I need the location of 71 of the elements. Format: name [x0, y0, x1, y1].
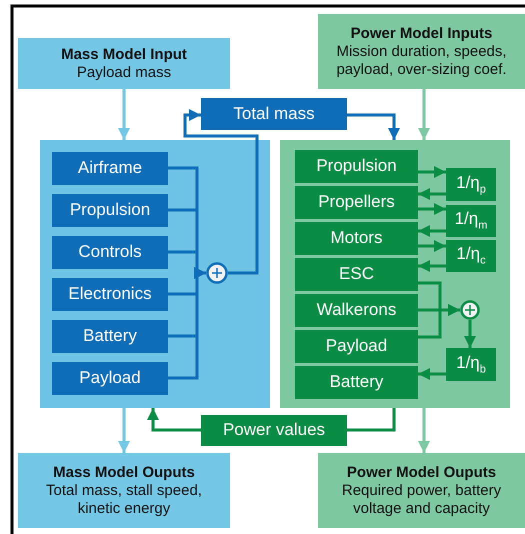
box-label: 1/η$_{c}$ — [456, 244, 486, 268]
box-label: Propulsion — [316, 156, 397, 177]
box-description: Payload mass — [76, 64, 172, 82]
process-box — [295, 222, 418, 255]
process-box — [201, 415, 347, 446]
box-label: Propulsion — [70, 200, 150, 221]
box-label: Airframe — [78, 158, 142, 179]
box-description: Mission duration, speeds, payload, over-sizing coef. — [335, 42, 508, 78]
process-box — [295, 258, 418, 291]
connector-arrow — [147, 408, 201, 432]
sum-junction — [206, 262, 228, 284]
connector-arrow — [464, 320, 476, 348]
box-heading: Power Model Inputs — [350, 24, 492, 42]
box-label: Propellers — [318, 192, 395, 213]
connector-arrow — [118, 89, 130, 140]
process-box — [52, 362, 168, 395]
box-heading: Mass Model Input — [61, 46, 187, 64]
box-label: 1/η$_{m}$ — [454, 209, 488, 233]
efficiency-box — [446, 205, 496, 237]
box-description: Total mass, stall speed, kinetic energy — [45, 482, 203, 518]
box-description: Required power, battery voltage and capacity — [340, 482, 502, 518]
process-box — [52, 194, 168, 227]
connector-arrow — [418, 89, 430, 140]
connector-arrow — [418, 240, 446, 252]
connector-arrow — [418, 225, 446, 237]
box-heading: Power Model Ouputs — [346, 464, 496, 482]
connector-arrow — [418, 368, 446, 380]
connector-arrow — [418, 408, 430, 453]
input-box — [18, 38, 230, 89]
process-box — [295, 330, 418, 363]
process-box — [52, 320, 168, 353]
box-label: Battery — [83, 326, 137, 347]
output-box — [318, 453, 525, 528]
connector-arrow — [347, 114, 400, 140]
box-label: Payload — [79, 368, 141, 389]
box-label: Walkerons — [316, 300, 396, 321]
box-label: Electronics — [68, 284, 152, 305]
connector-arrow — [118, 408, 130, 453]
connector-arrow — [418, 166, 446, 178]
box-label: Motors — [330, 228, 382, 249]
process-box — [52, 152, 168, 185]
box-label: 1/η$_{p}$ — [456, 172, 486, 196]
input-box — [318, 14, 525, 89]
process-box — [295, 186, 418, 219]
model-panel — [280, 140, 510, 408]
connector-arrow — [168, 267, 206, 380]
box-label: 1/η$_{b}$ — [456, 352, 486, 376]
process-box — [52, 278, 168, 311]
box-label: Total mass — [233, 104, 315, 124]
box-label: Power values — [222, 420, 326, 441]
process-box — [295, 150, 418, 183]
process-box — [52, 236, 168, 269]
sum-junction — [460, 300, 480, 320]
box-label: Payload — [326, 336, 388, 357]
efficiency-box — [446, 240, 496, 272]
model-panel — [40, 140, 270, 408]
connector-arrow — [418, 188, 446, 200]
process-box — [201, 98, 347, 130]
box-heading: Mass Model Ouputs — [53, 464, 195, 482]
connector-arrow — [418, 304, 460, 338]
connector-arrow — [418, 260, 446, 272]
process-box — [295, 366, 418, 399]
connector-arrow — [418, 203, 446, 215]
box-label: Battery — [330, 372, 384, 393]
efficiency-box — [446, 348, 496, 381]
efficiency-box — [446, 168, 496, 201]
box-label: Controls — [78, 242, 142, 263]
output-box — [18, 453, 230, 528]
process-box — [295, 294, 418, 327]
box-label: ESC — [339, 264, 374, 285]
connector-arrow — [184, 109, 258, 274]
